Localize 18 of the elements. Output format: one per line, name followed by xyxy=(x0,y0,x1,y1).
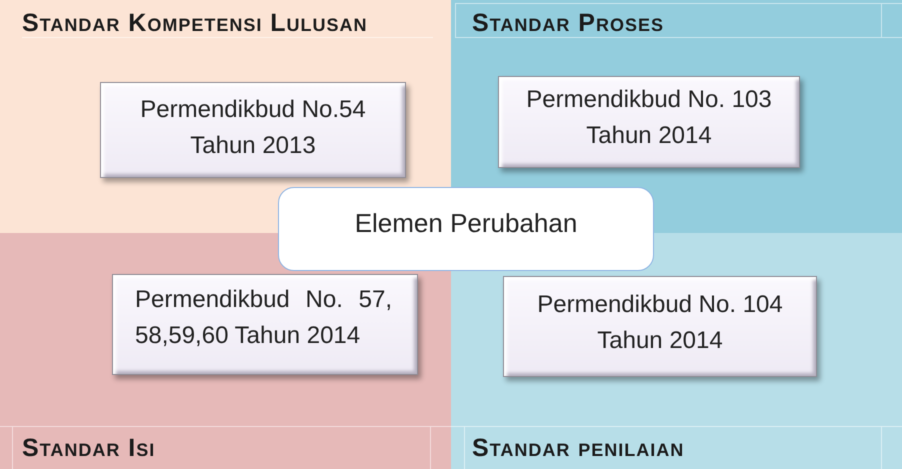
central-label: Elemen Perubahan xyxy=(354,208,578,238)
quadrant-panel xyxy=(451,0,902,233)
quadrant-heading: Standar Kompetensi Lulusan xyxy=(22,11,368,35)
quadrant-heading: Standar penilaian xyxy=(472,436,684,460)
quadrant-heading: Standar Proses xyxy=(472,11,664,35)
regulation-text: Permendikbud No.54 Tahun 2013 xyxy=(139,95,367,161)
quadrant-heading: Standar Isi xyxy=(22,436,156,460)
regulation-box xyxy=(503,276,817,377)
regulation-box xyxy=(498,76,800,168)
regulation-text: Permendikbud No. 57, 58,59,60 Tahun 2014 xyxy=(135,284,392,350)
central-box xyxy=(278,187,654,271)
regulation-text: Permendikbud No. 104 Tahun 2014 xyxy=(536,290,784,356)
quadrant-panel xyxy=(451,233,902,469)
quadrant-panel xyxy=(0,0,451,233)
regulation-box xyxy=(112,274,418,375)
regulation-text: Permendikbud No. 103 Tahun 2014 xyxy=(525,85,773,151)
quadrant-panel xyxy=(0,233,451,469)
regulation-box xyxy=(100,82,406,178)
